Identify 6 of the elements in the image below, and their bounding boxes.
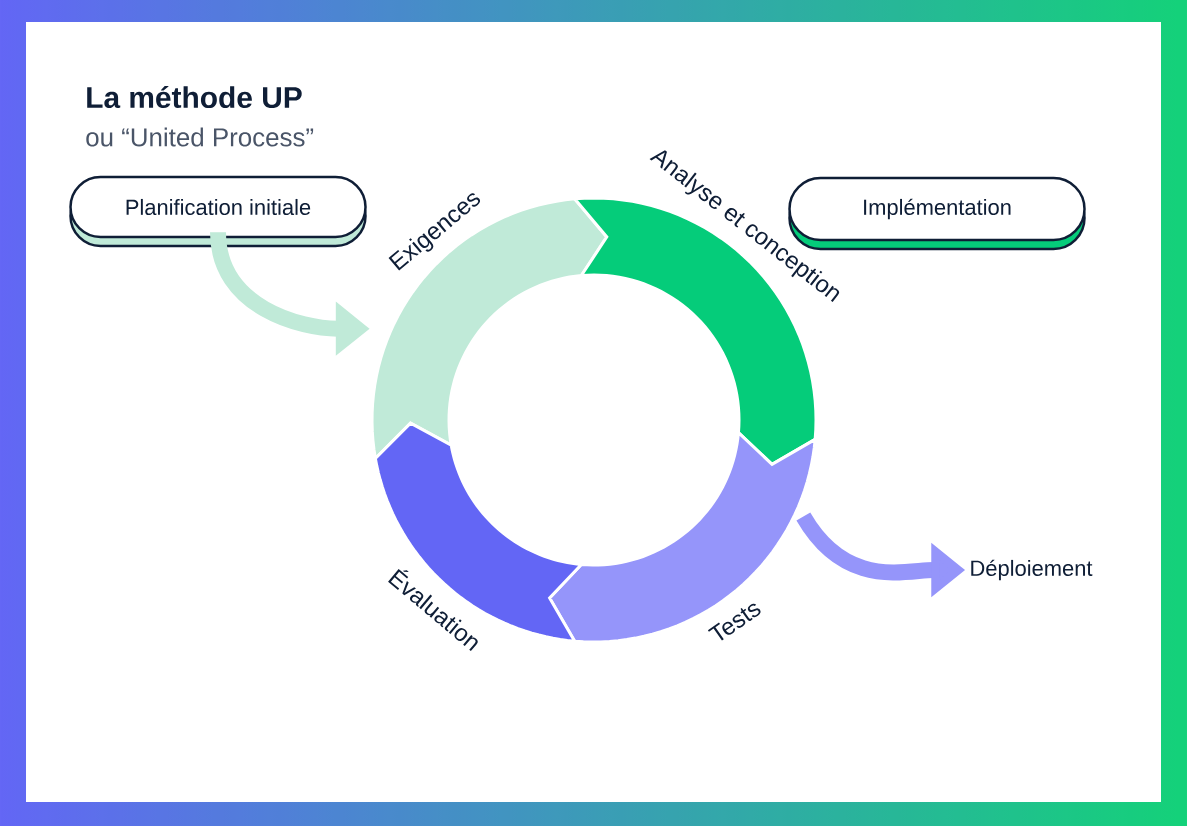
title: La méthode UP bbox=[87, 85, 302, 109]
process-box: Planification initiale bbox=[69, 175, 367, 248]
stage-label: Déploiement bbox=[971, 559, 1093, 581]
subtitle: ou “United Process” bbox=[86, 127, 314, 147]
process-box: Implémentation bbox=[788, 176, 1086, 251]
segment-label: Tests bbox=[707, 603, 761, 641]
